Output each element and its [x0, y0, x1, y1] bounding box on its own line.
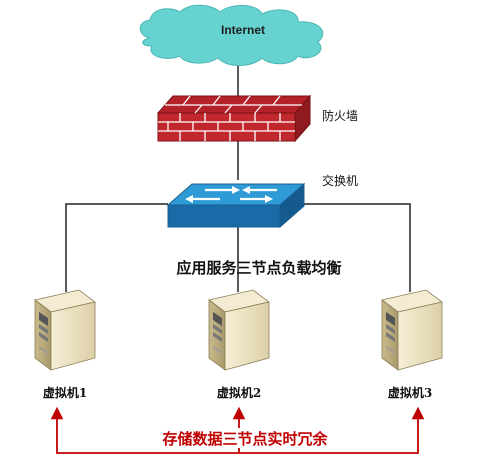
internet-cloud-icon: Internet — [139, 4, 324, 66]
vm3-server-icon — [381, 289, 443, 371]
switch-icon — [166, 182, 306, 229]
link-switch-vm3 — [280, 203, 411, 292]
connection-lines — [65, 60, 411, 292]
storage-label: 存储数据三节点实时冗余 — [162, 430, 328, 448]
vm1-server-icon — [34, 289, 96, 371]
internet-label: Internet — [221, 23, 265, 37]
firewall-label: 防火墙 — [322, 108, 358, 123]
vm2-label: 虚拟机2 — [217, 385, 261, 400]
switch-label: 交换机 — [322, 173, 358, 188]
storage-label-bg — [150, 428, 340, 448]
vm2-server-icon — [208, 289, 270, 371]
vm1-label: 虚拟机1 — [43, 385, 87, 400]
firewall-icon — [156, 94, 312, 143]
vm3-label: 虚拟机3 — [388, 385, 432, 400]
load-balance-label: 应用服务三节点负载均衡 — [176, 259, 341, 277]
link-switch-vm1 — [65, 203, 168, 292]
redundancy-arrow-outer — [50, 406, 425, 454]
